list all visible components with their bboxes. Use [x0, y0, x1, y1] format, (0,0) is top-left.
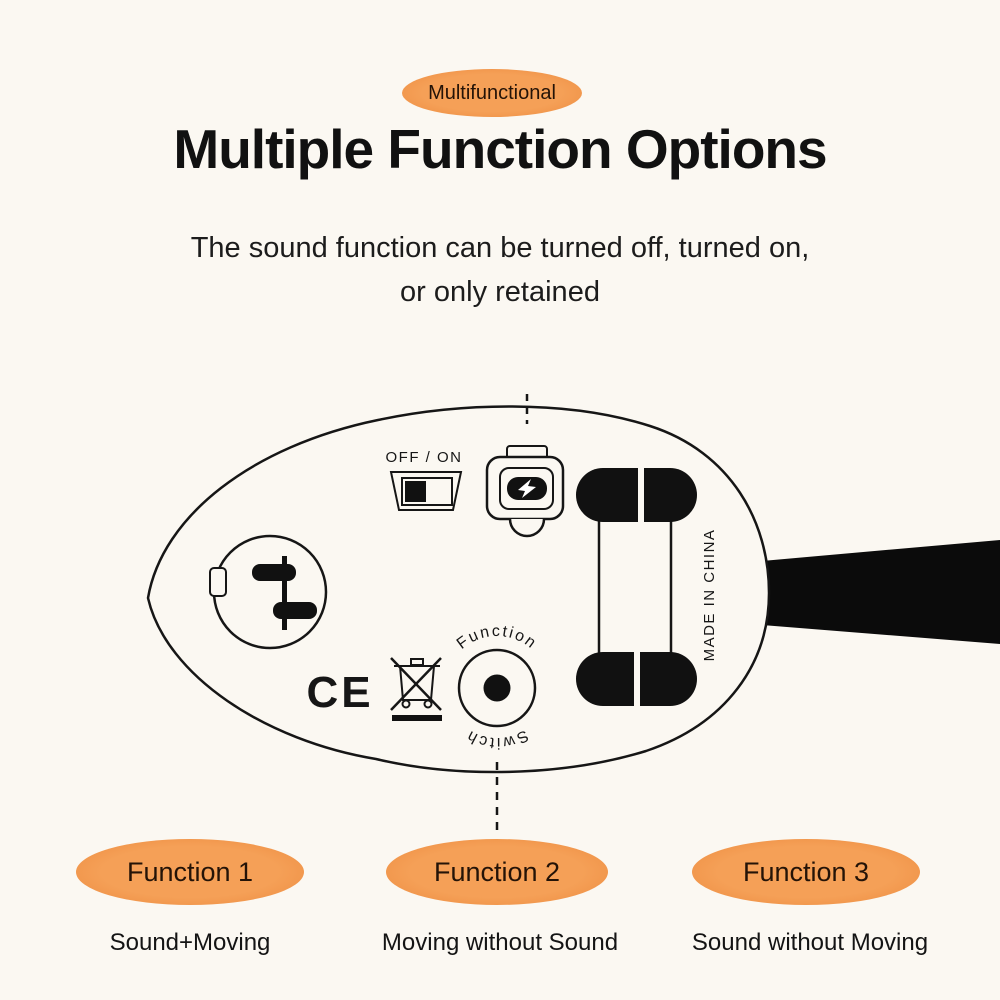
- function-1-badge: Function 1: [76, 839, 304, 905]
- roller-assembly-icon: [576, 466, 697, 708]
- function-dial-ring: [457, 648, 537, 728]
- product-tail: [750, 540, 1000, 644]
- page-title: Multiple Function Options: [173, 118, 827, 180]
- charging-port-bump: [508, 518, 546, 538]
- roller-top-groove: [638, 466, 644, 524]
- motor-shaft: [282, 556, 287, 630]
- motor-notch: [209, 567, 227, 597]
- charging-port-icon: [485, 445, 565, 538]
- roller-top: [576, 468, 697, 522]
- power-switch-knob: [405, 481, 426, 502]
- weee-wheel-right: [423, 699, 433, 709]
- motor-weight-icon: [209, 534, 328, 650]
- power-switch-label: OFF / ON: [386, 449, 463, 466]
- function-2-badge-label: Function 2: [433, 856, 561, 887]
- function-1-badge-label: Function 1: [126, 856, 254, 887]
- subtitle-line-1: The sound function can be turned off, tu…: [190, 232, 810, 264]
- multifunctional-badge-label: Multifunctional: [428, 81, 556, 104]
- weee-cross-2: [390, 657, 442, 711]
- subtitle-line-2: or only retained: [400, 276, 600, 308]
- function-2-badge: Function 2: [386, 839, 608, 905]
- lightning-bolt-icon: [518, 479, 536, 498]
- charging-port-inner-frame: [499, 467, 554, 510]
- subtitle: The sound function can be turned off, tu…: [0, 226, 1000, 314]
- motor-weight-top: [252, 564, 296, 581]
- weee-underline-bar: [392, 715, 442, 721]
- power-switch-body: [389, 471, 463, 511]
- roller-bottom-groove: [634, 650, 640, 708]
- function-3-badge-label: Function 3: [742, 856, 870, 887]
- power-switch-icon: OFF / ON: [386, 449, 463, 511]
- ce-mark: CE: [306, 668, 373, 717]
- function-3-badge: Function 3: [692, 839, 920, 905]
- power-switch-slot: [401, 477, 453, 506]
- made-in-china-label: MADE IN CHINA: [701, 529, 718, 662]
- multifunctional-badge: Multifunctional: [402, 69, 582, 117]
- weee-bin-icon: [390, 657, 442, 721]
- weee-wheel-left: [401, 699, 411, 709]
- function-2-description: Moving without Sound: [381, 929, 619, 956]
- motor-weight-bottom: [273, 602, 317, 619]
- function-1-description: Sound+Moving: [109, 929, 271, 956]
- function-3-description: Sound without Moving: [691, 929, 929, 956]
- function-dial-dot: [483, 674, 511, 702]
